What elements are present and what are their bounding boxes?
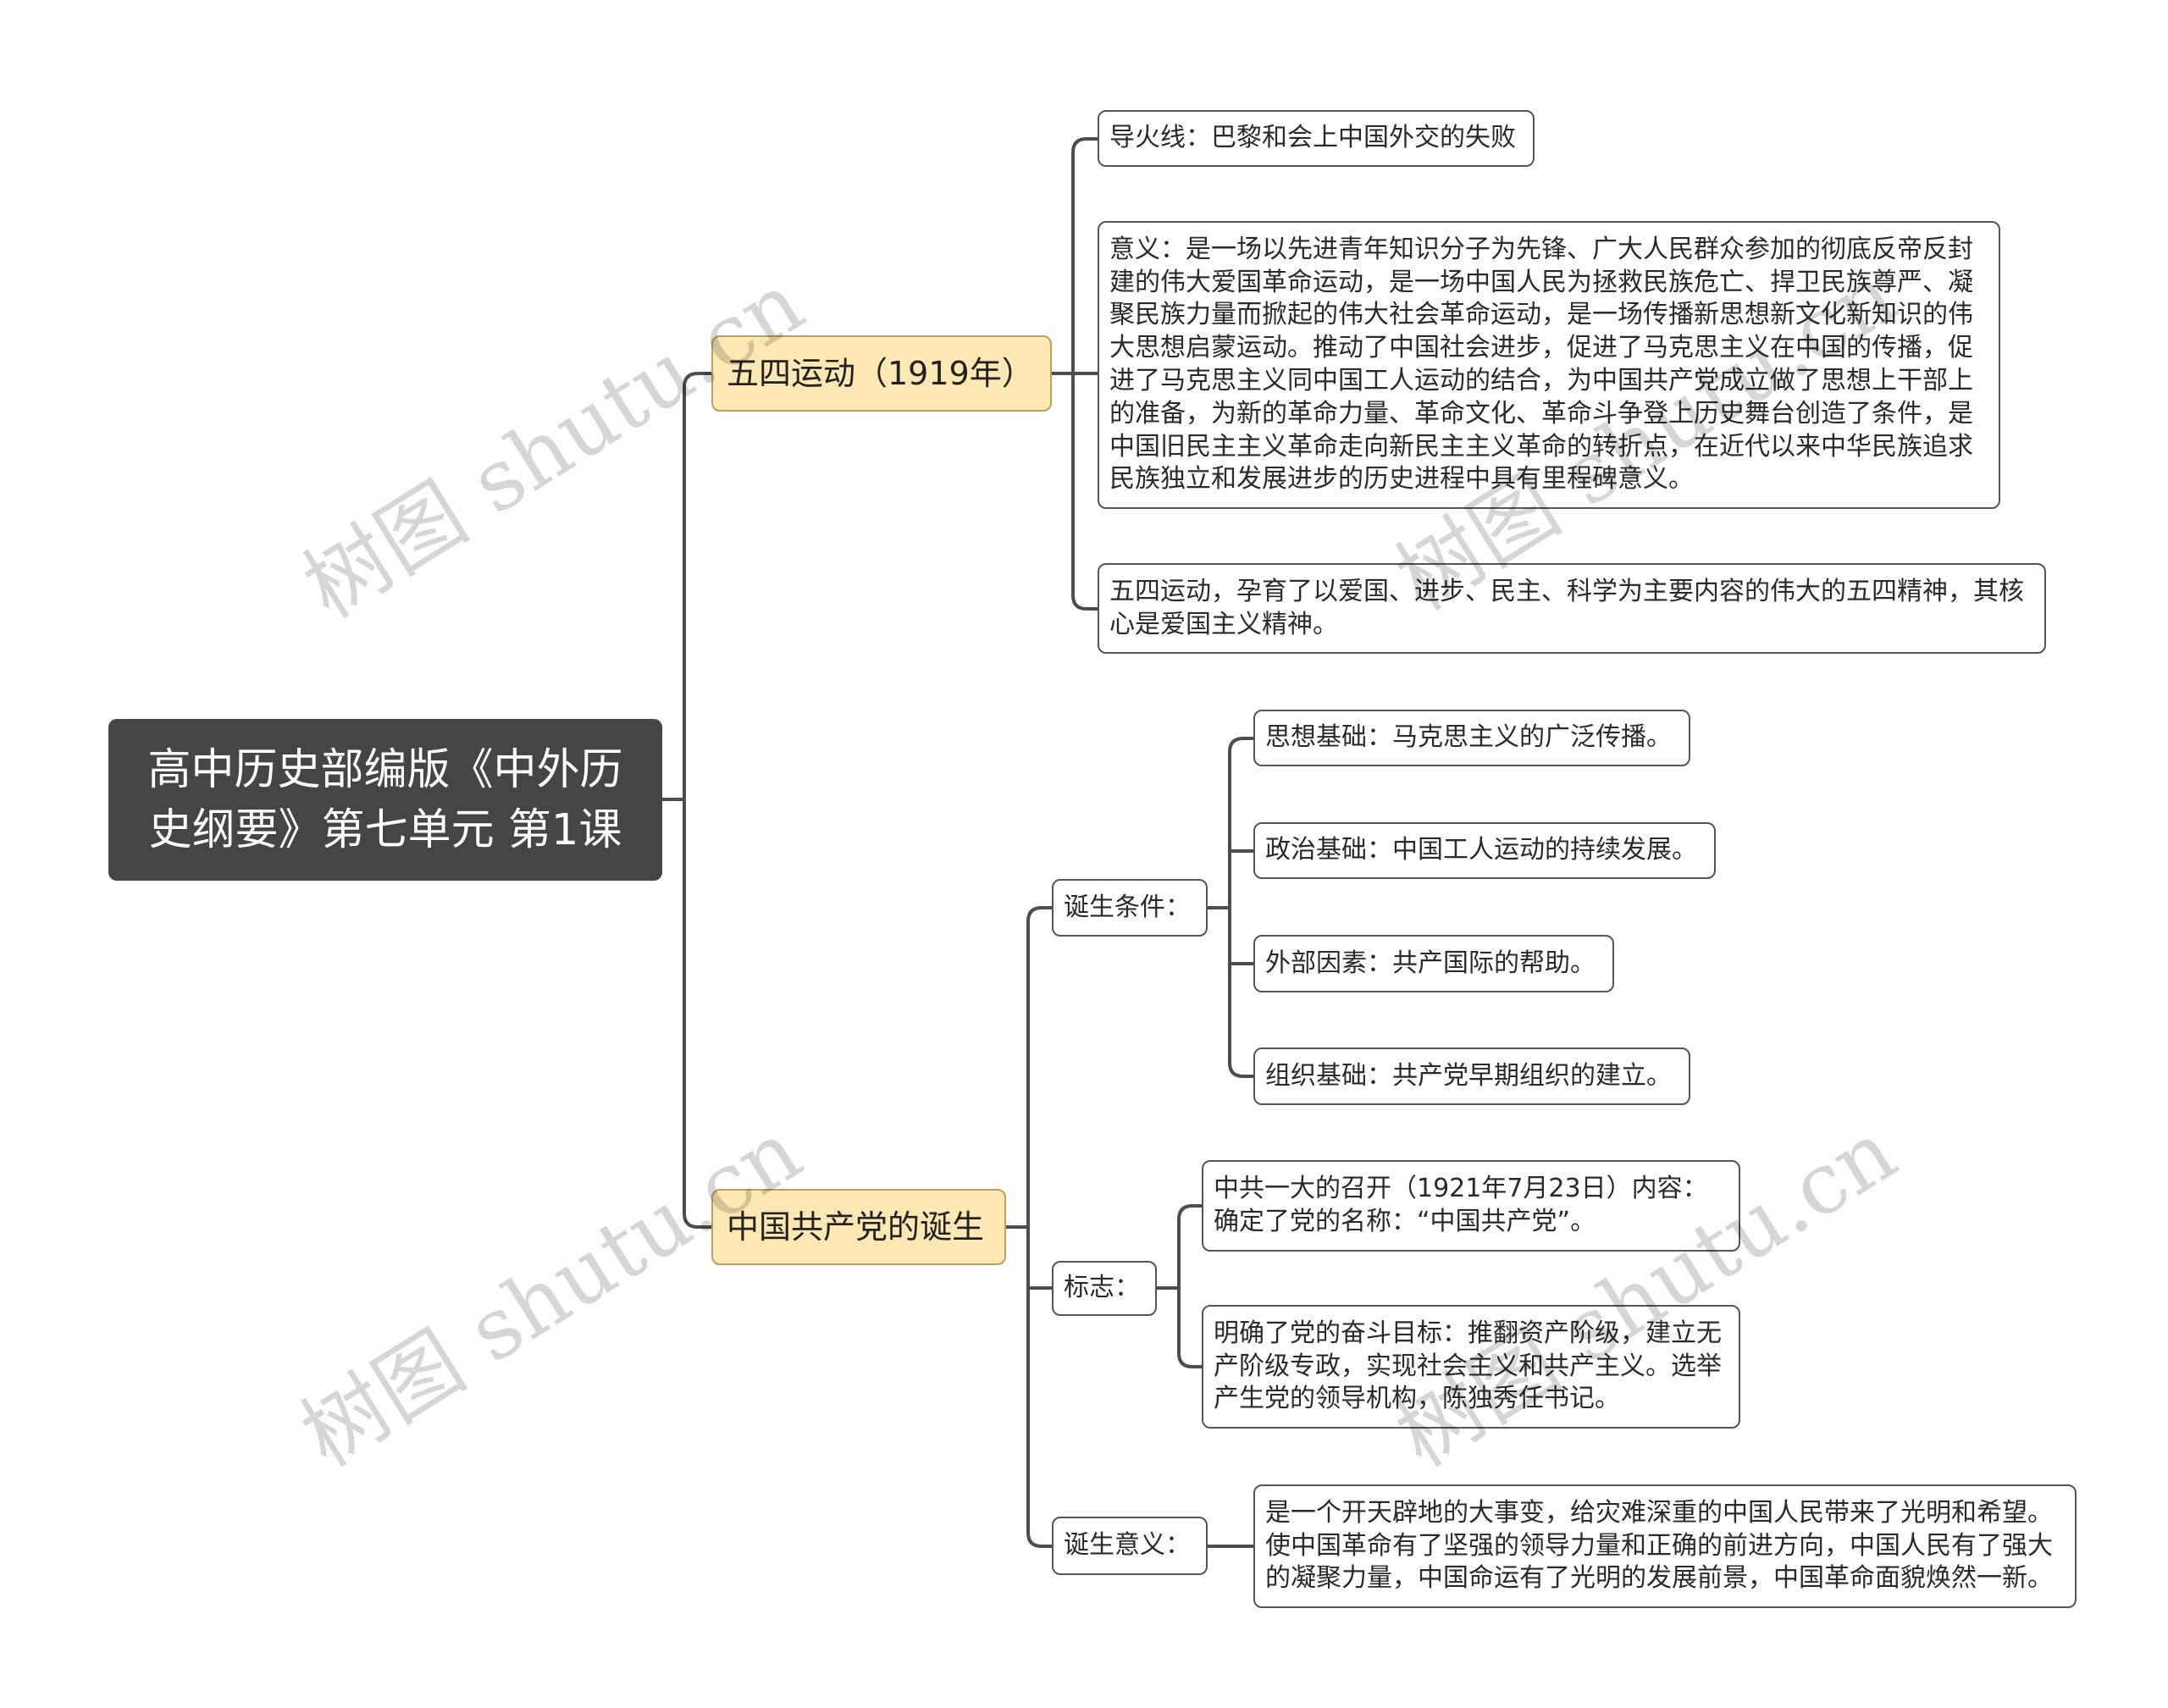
subtopic-birth-conditions: 诞生条件：	[1052, 879, 1208, 937]
subtopic-birth-significance: 诞生意义：	[1052, 1517, 1208, 1575]
leaf-historic-significance: 是一个开天辟地的大事变，给灾难深重的中国人民带来了光明和希望。 使中国革命有了坚…	[1253, 1484, 2077, 1608]
connector-wusi-children	[1071, 137, 1099, 611]
connector-marker-children	[1177, 1204, 1203, 1368]
subtopic-trigger: 导火线：巴黎和会上中国外交的失败	[1098, 110, 1535, 167]
subtopic-significance: 意义：是一场以先进青年知识分子为先锋、广大人民群众参加的彻底反帝反封 建的伟大爱…	[1098, 221, 2000, 509]
connector-trunk	[683, 372, 713, 1229]
leaf-ideological-basis: 思想基础：马克思主义的广泛传播。	[1253, 710, 1690, 766]
leaf-party-goal: 明确了党的奋斗目标：推翻资产阶级，建立无 产阶级专政，实现社会主义和共产主义。选…	[1202, 1305, 1740, 1429]
connector-ccp-children	[1026, 906, 1054, 1548]
leaf-first-congress: 中共一大的召开（1921年7月23日）内容： 确定了党的名称：“中国共产党”。	[1202, 1160, 1740, 1252]
subtopic-marker: 标志：	[1052, 1261, 1157, 1316]
leaf-external-factor: 外部因素：共产国际的帮助。	[1253, 935, 1614, 992]
connector-conditions-children	[1228, 737, 1255, 1078]
leaf-political-basis: 政治基础：中国工人运动的持续发展。	[1253, 822, 1716, 879]
branch-topic-ccp-founding: 中国共产党的诞生	[711, 1189, 1006, 1265]
root-topic: 高中历史部编版《中外历 史纲要》第七单元 第1课	[108, 719, 662, 881]
subtopic-may-fourth-spirit: 五四运动，孕育了以爱国、进步、民主、科学为主要内容的伟大的五四精神，其核 心是爱…	[1098, 563, 2046, 654]
branch-topic-may-fourth: 五四运动（1919年）	[711, 335, 1052, 412]
leaf-organizational-basis: 组织基础：共产党早期组织的建立。	[1253, 1047, 1690, 1105]
